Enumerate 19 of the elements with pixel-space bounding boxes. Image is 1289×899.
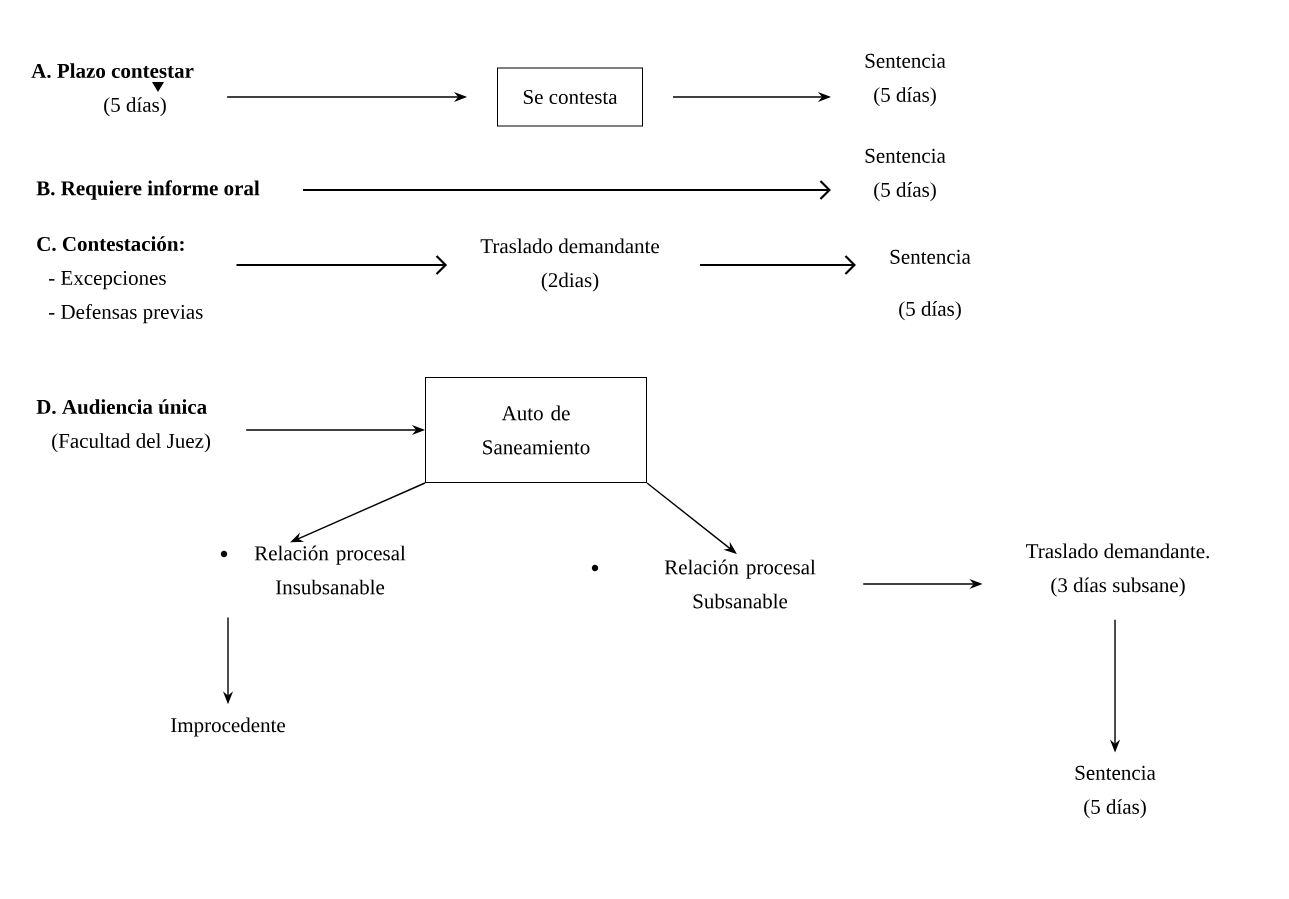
step-text: Sentencia (5 días) <box>865 148 946 202</box>
step-text: Sentencia (5 días) <box>1075 765 1156 819</box>
arrow <box>646 482 737 554</box>
step-text: B. Requiere informe oral <box>36 180 260 200</box>
process-box: Se contesta <box>497 67 643 127</box>
step-text: Traslado demandante (2dias) <box>480 238 659 292</box>
step-text: Sentencia (5 días) <box>890 249 971 321</box>
arrow <box>236 255 448 275</box>
arrow <box>302 180 831 200</box>
step-text: Relación procesal Insubsanable <box>254 545 406 595</box>
step-text: Relación procesal Subsanable <box>664 559 816 609</box>
step-text: D. Audiencia única (Facultad del Juez) <box>36 399 211 453</box>
step-text: Traslado demandante. (3 días subsane) <box>1026 543 1209 597</box>
step-text: A. Plazo contestar (5 días) <box>31 63 194 117</box>
arrow <box>699 255 856 275</box>
step-text: C. Contestación: - Excepciones - Defensas previas <box>37 236 203 324</box>
process-box: Auto de Saneamiento <box>425 377 647 483</box>
step-text: Sentencia (5 días) <box>865 53 946 107</box>
step-text: Improcedente <box>171 717 285 737</box>
